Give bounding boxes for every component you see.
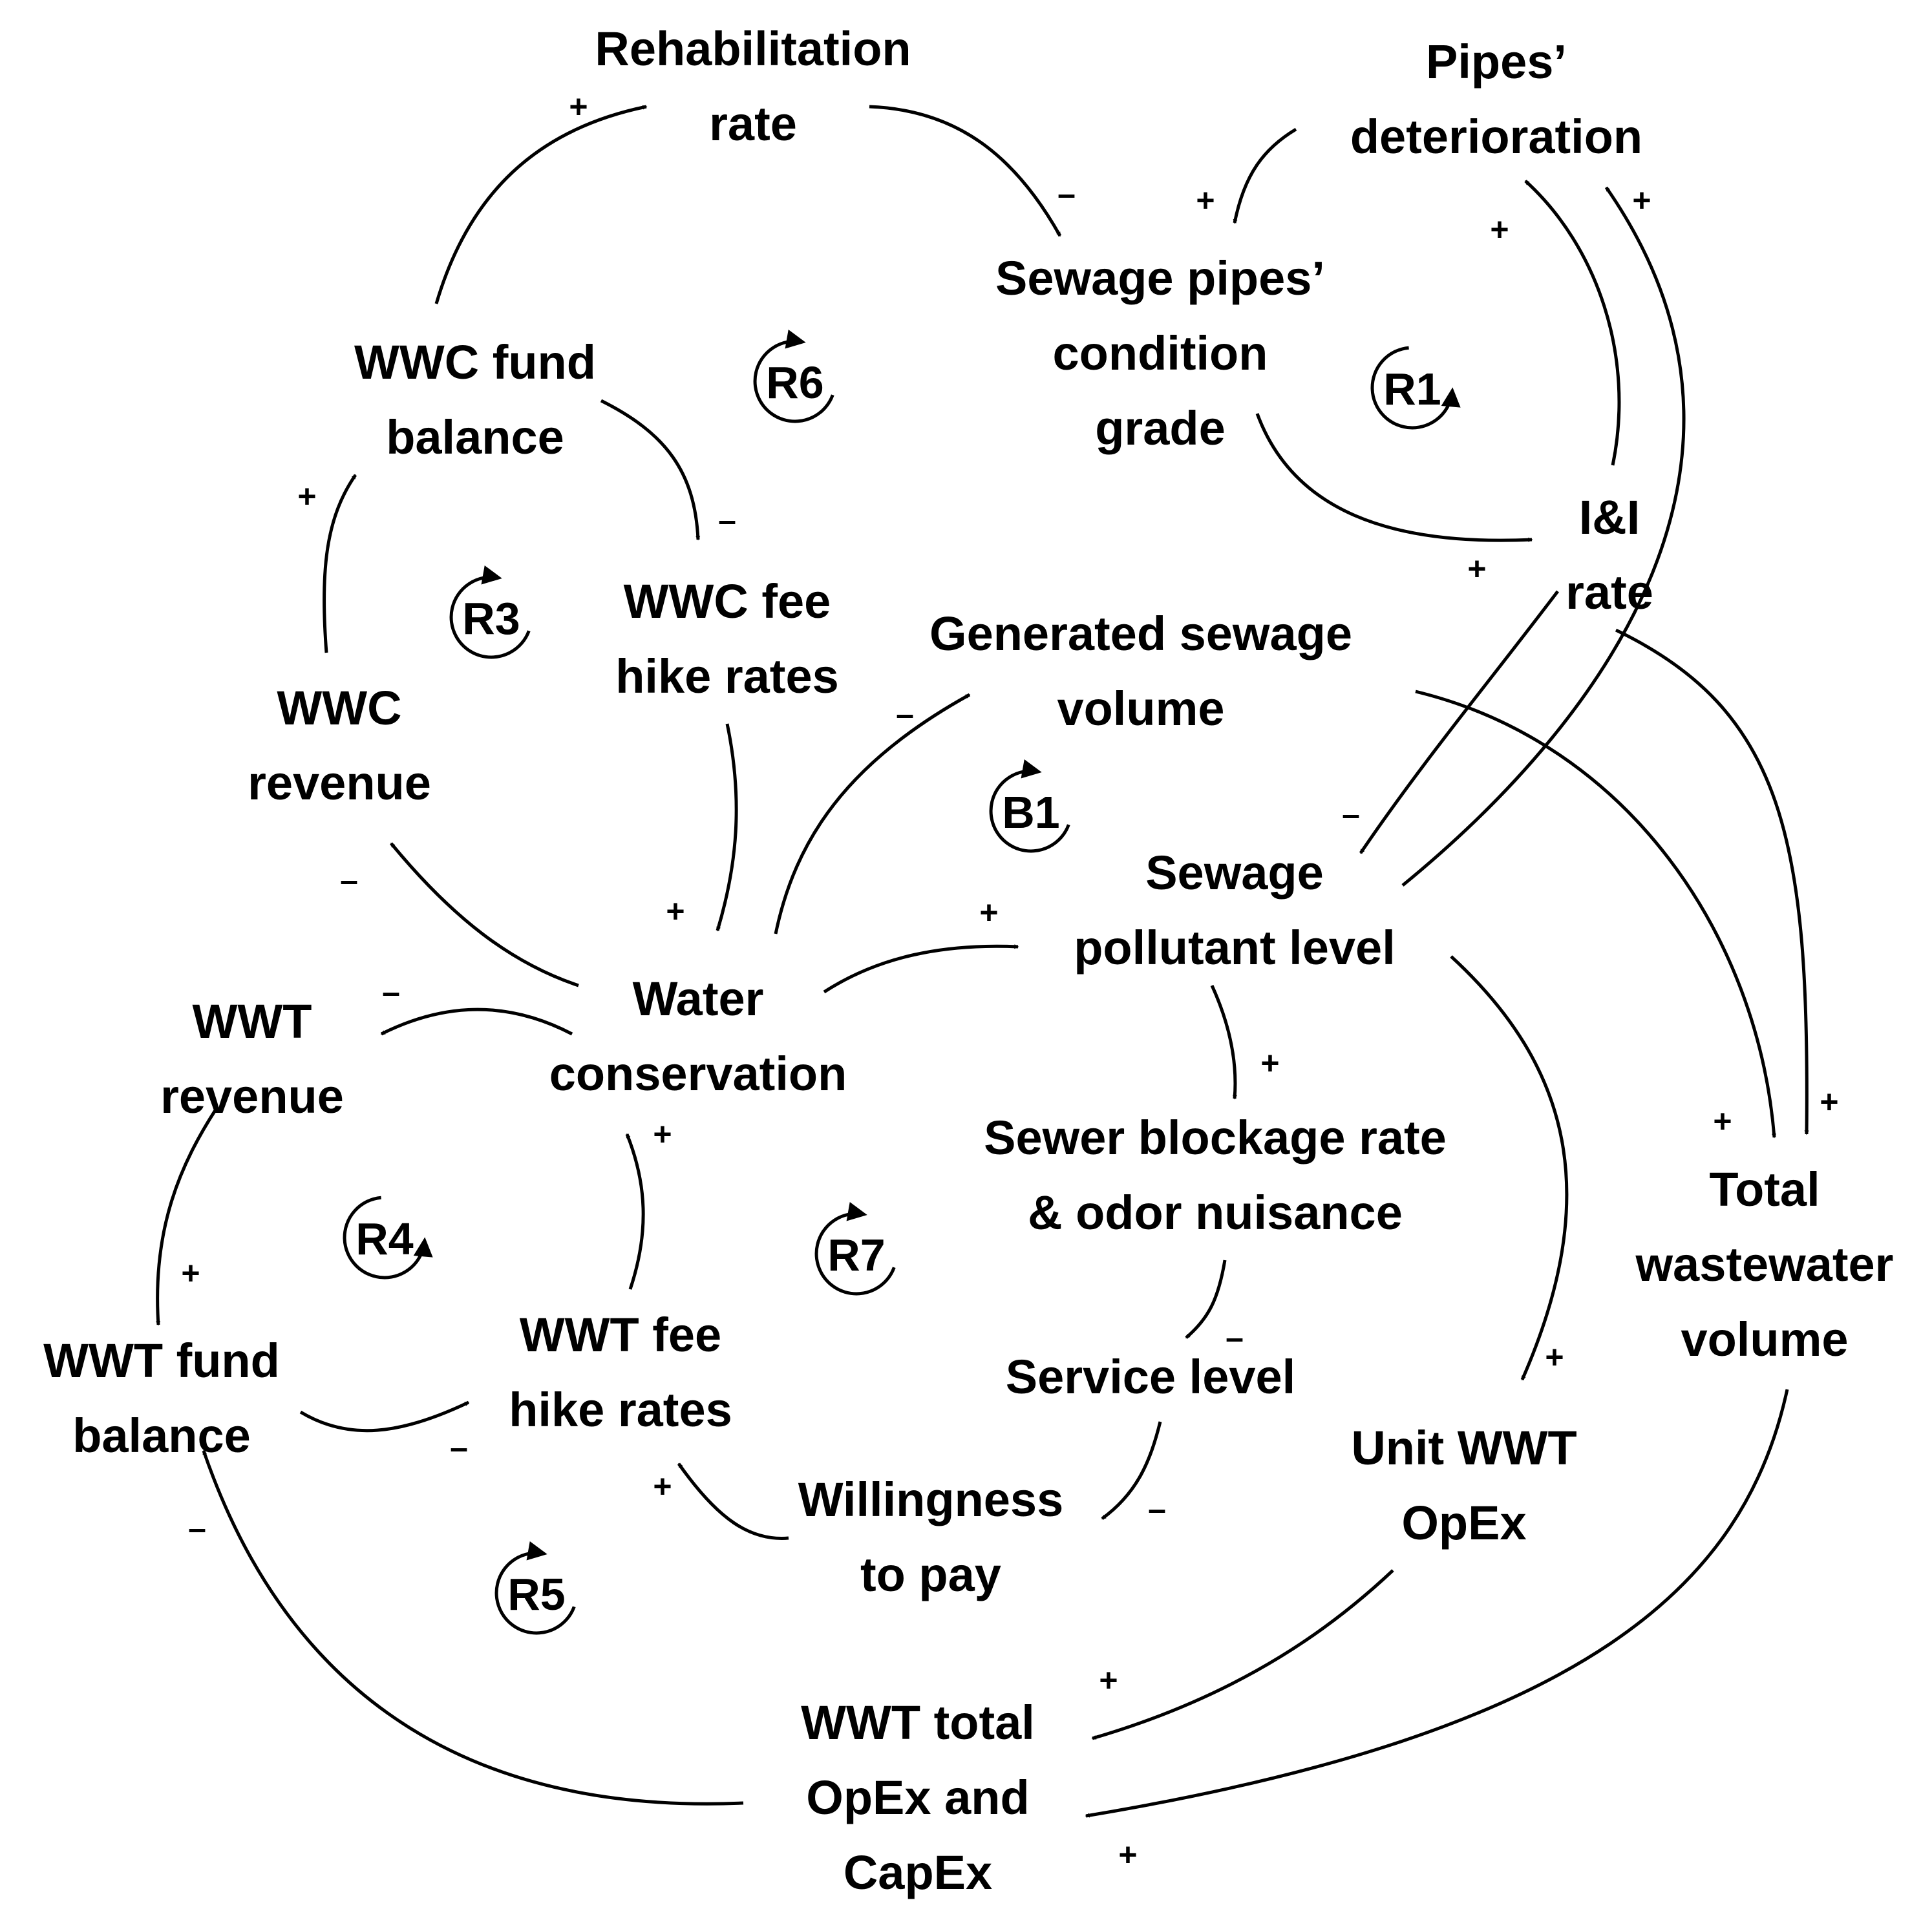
loop-r5: R5 [494,1541,576,1635]
link-wwt_fund-to-wwt_fee [299,1400,470,1433]
polarity-sign: – [382,974,400,1010]
link-ii_rate-to-pollutant [1359,590,1559,854]
polarity-sign: + [1260,1045,1279,1081]
link-total_opex-to-wwt_fund [202,1450,744,1806]
loop-arrow [343,1196,433,1280]
link-service-to-willingness [1101,1421,1162,1521]
link-rehab-to-condition [869,105,1062,237]
polarity-sign: + [569,89,588,125]
polarity-sign: – [188,1510,206,1546]
polarity-sign: + [1099,1662,1118,1698]
loop-arrow [814,1202,896,1296]
loop-arrow [989,759,1070,853]
link-water_cons-to-wwc_rev [390,842,579,987]
polarity-sign: – [1342,796,1360,832]
link-pollutant-to-unit_opex [1450,955,1569,1381]
link-unit_opex-to-total_opex [1091,1569,1394,1740]
loop-arrow [449,565,531,659]
link-pollutant-to-blockage [1210,984,1237,1100]
node-service: Service level [1006,1350,1295,1404]
loop-arrow [753,330,834,423]
link-wwt_fee-to-water_cons [625,1133,645,1290]
link-condition-to-ii_rate [1255,413,1533,542]
polarity-sign: – [1226,1320,1244,1356]
polarity-sign: + [181,1255,200,1291]
link-willingness-to-wwt_fee [677,1462,789,1540]
loop-label: R5 [507,1569,565,1619]
link-gen_sewage-to-total_ww [1415,690,1777,1139]
polarity-sign: + [666,893,685,929]
link-blockage-to-service [1185,1260,1227,1339]
link-wwc_rev-to-wwc_fund [322,474,357,653]
polarity-sign: + [297,478,316,514]
polarity-sign: – [340,862,358,898]
link-wwc_fee-to-water_cons [716,723,738,932]
loop-label: B1 [1002,787,1059,838]
loop-r1: R1 [1370,346,1461,430]
link-pipes_det-to-condition [1233,127,1297,224]
polarity-sign: + [1490,211,1509,248]
polarity-sign: – [718,502,736,538]
link-wwc_fund-to-rehab [434,105,648,304]
polarity-sign: + [1545,1339,1564,1375]
loop-r3: R3 [449,565,531,659]
link-water_cons-to-pollutant [823,944,1019,994]
link-water_cons-to-wwt_rev [380,1007,573,1036]
polarity-sign: + [1467,551,1486,587]
loop-r7: R7 [814,1202,896,1296]
polarity-sign: + [1713,1103,1732,1139]
node-pipes-det: Pipes’deterioration [1350,35,1642,163]
polarity-sign: + [1118,1837,1137,1873]
polarity-sign: + [1196,182,1215,218]
loop-label: R3 [462,593,520,644]
link-wwt_rev-to-wwt_fund [156,1107,218,1326]
polarity-sign: – [1057,176,1076,212]
loop-r4: R4 [343,1196,433,1280]
loop-label: R7 [827,1230,885,1280]
polarity-sign: – [1148,1491,1166,1527]
loop-arrow [494,1541,576,1635]
polarity-sign: + [653,1468,672,1504]
polarity-sign: + [653,1116,672,1152]
loop-b1: B1 [989,759,1070,853]
node-blockage: Sewer blockage rate& odor nuisance [984,1111,1447,1239]
links: + – + + + + – + + – + + – – + – + + – – + + + – + + – [156,89,1839,1873]
polarity-sign: + [979,894,998,931]
link-pollutant-to-pipes_det [1401,186,1686,887]
link-ii_rate-to-total_ww [1615,628,1809,1135]
loop-arrow [1370,346,1461,430]
polarity-sign: + [1820,1084,1838,1120]
loop-r6: R6 [753,330,834,423]
link-water_cons-to-gen_sewage [774,693,971,934]
polarity-sign: + [1632,182,1651,218]
loop-label: R6 [766,357,823,408]
link-total_ww-to-total_opex [1085,1389,1789,1818]
polarity-sign: – [896,696,914,732]
link-wwc_fund-to-wwc_fee [600,399,701,541]
loop-label: R4 [356,1214,414,1264]
loop-label: R1 [1383,364,1441,414]
polarity-sign: – [450,1429,468,1466]
link-ii_rate-to-pipes_det [1524,180,1621,466]
